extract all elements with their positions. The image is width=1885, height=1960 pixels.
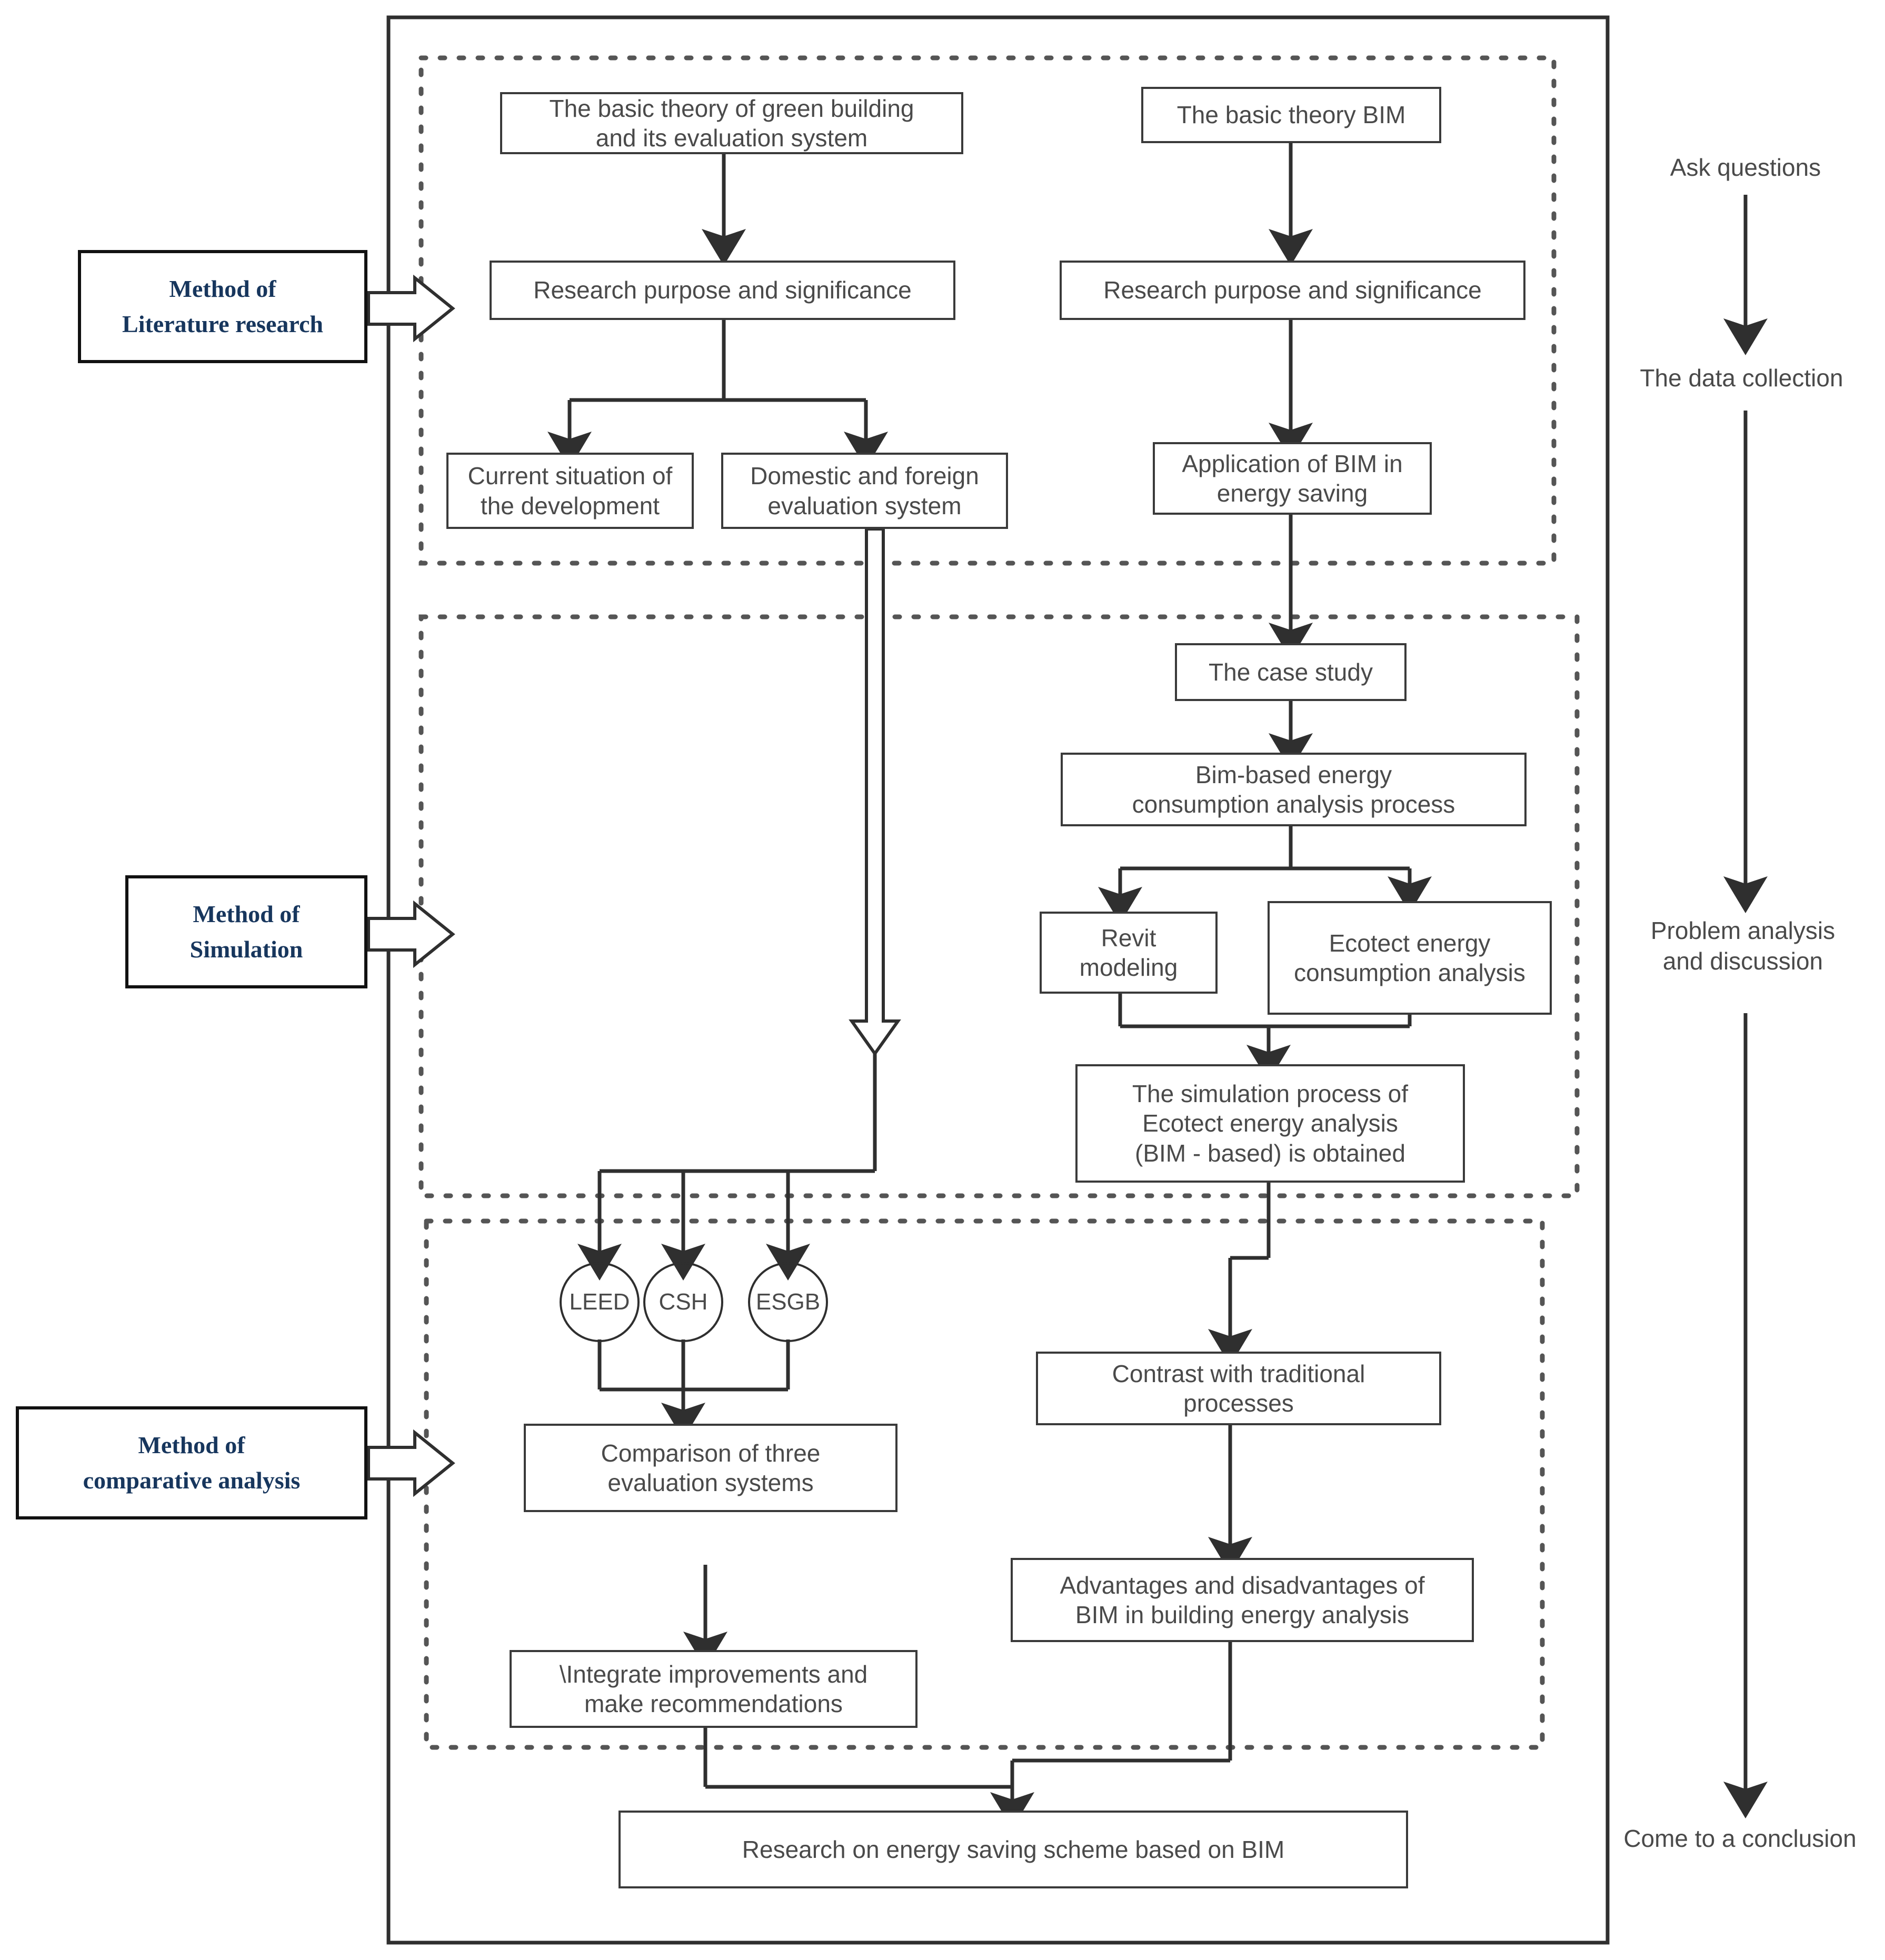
connector-purpose-split — [547, 320, 888, 468]
circle-leed[interactable]: LEED — [560, 1262, 640, 1342]
stage-label-conclusion: Come to a conclusion — [1623, 1825, 1857, 1852]
outer-frame — [386, 15, 1610, 1945]
method-label-literature-research[interactable]: Method of Literature research — [78, 250, 367, 363]
circle-csh[interactable]: CSH — [643, 1262, 723, 1342]
node-revit-modeling[interactable]: Revit modeling — [1040, 912, 1218, 994]
connector-distribution-bar — [577, 1054, 877, 1281]
stage-label-ask-questions: Ask questions — [1670, 154, 1821, 181]
node-basic-theory-bim[interactable]: The basic theory BIM — [1141, 87, 1441, 143]
node-advantages-disadvantages-bim[interactable]: Advantages and disadvantages of BIM in b… — [1011, 1558, 1474, 1642]
node-bim-based-process[interactable]: Bim-based energy consumption analysis pr… — [1061, 753, 1527, 826]
connector-revit-ecotect-merge — [1118, 994, 1412, 1082]
hollow-arrow-domestic-down — [849, 527, 901, 1057]
method-pointer-literature — [367, 274, 455, 343]
node-research-purpose-right[interactable]: Research purpose and significance — [1060, 261, 1525, 320]
connector-circles-merge — [597, 1339, 790, 1439]
method-pointer-simulation — [367, 900, 455, 968]
node-final-research-energy-saving[interactable]: Research on energy saving scheme based o… — [619, 1811, 1408, 1888]
stage-label-data-collection: The data collection — [1640, 364, 1843, 392]
section-simulation-border — [418, 614, 1580, 1198]
connector-bimprocess-split — [1098, 826, 1432, 924]
node-simulation-process-obtained[interactable]: The simulation process of Ecotect energy… — [1075, 1064, 1465, 1183]
node-basic-theory-green-building[interactable]: The basic theory of green building and i… — [500, 92, 963, 154]
method-label-simulation[interactable]: Method of Simulation — [125, 875, 367, 988]
node-comparison-three-systems[interactable]: Comparison of three evaluation systems — [524, 1424, 897, 1512]
node-integrate-improvements[interactable]: \Integrate improvements and make recomme… — [510, 1650, 917, 1728]
section-comparative-border — [424, 1218, 1545, 1750]
method-label-comparative-analysis[interactable]: Method of comparative analysis — [16, 1406, 367, 1519]
node-case-study[interactable]: The case study — [1175, 643, 1407, 701]
node-current-situation[interactable]: Current situation of the development — [446, 453, 694, 529]
node-application-bim-energy-saving[interactable]: Application of BIM in energy saving — [1153, 442, 1432, 515]
node-contrast-traditional-processes[interactable]: Contrast with traditional processes — [1036, 1352, 1441, 1425]
node-domestic-foreign-evaluation[interactable]: Domestic and foreign evaluation system — [721, 453, 1008, 529]
node-ecotect-energy-analysis[interactable]: Ecotect energy consumption analysis — [1268, 901, 1552, 1015]
circle-esgb[interactable]: ESGB — [748, 1262, 828, 1342]
stage-label-problem-analysis: Problem analysis and discussion — [1650, 917, 1836, 975]
section-literature-border — [418, 55, 1557, 566]
connector-simresult-to-contrast — [1208, 1182, 1271, 1366]
connector-bottom-merge — [703, 1642, 1232, 1829]
method-pointer-comparative — [367, 1429, 455, 1497]
node-research-purpose-left[interactable]: Research purpose and significance — [490, 261, 955, 320]
